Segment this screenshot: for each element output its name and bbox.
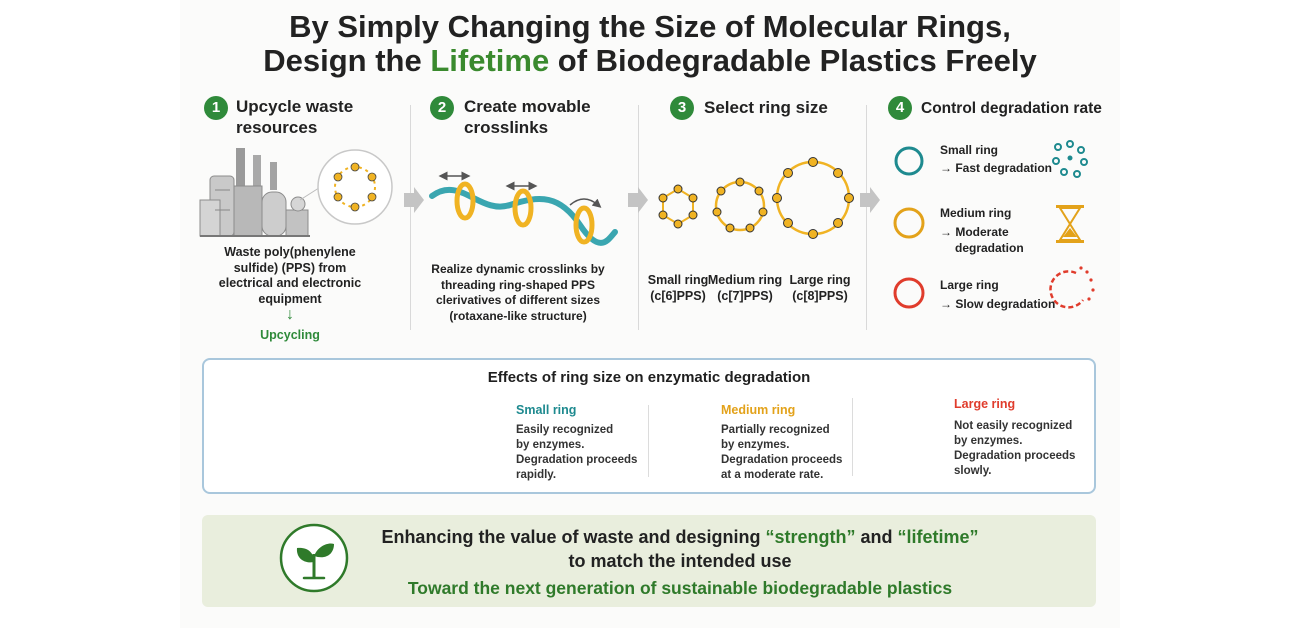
hourglass-icon (1056, 205, 1084, 243)
step-1-title: Upcycle waste resources (236, 97, 354, 137)
divider (638, 105, 639, 330)
medium-ring-icon (893, 207, 925, 239)
upcycling-label: Upcycling (260, 328, 320, 342)
rate-small-desc: → Fast degradation (940, 161, 1053, 175)
conclusion-line-2: to match the intended use (568, 551, 792, 571)
ring-label-small: Small ring(c[6]PPS) (647, 273, 709, 303)
step-2-caption: Realize dynamic crosslinks by threading … (431, 262, 605, 323)
rate-large-desc: → Slow degradation (940, 297, 1056, 311)
title-line-1: By Simply Changing the Size of Molecular… (289, 9, 1011, 44)
flow-arrow-icon (404, 187, 424, 213)
ring-label-large: Large ring(c[8]PPS) (789, 273, 851, 303)
factory-icon (199, 148, 310, 237)
rate-medium-desc: → Moderate (940, 225, 1009, 239)
step-1-badge: 1 (204, 96, 228, 120)
step-2-title: Create movable crosslinks (464, 97, 591, 137)
broken-ring-icon (1049, 266, 1095, 309)
effects-title: Effects of ring size on enzymatic degrad… (487, 369, 811, 386)
zoom-magnifier (299, 149, 393, 225)
title-line-2: Design the Lifetime of Biodegradable Pla… (263, 43, 1037, 78)
title-highlight: Lifetime (430, 43, 550, 78)
step-2-badge: 2 (430, 96, 454, 120)
conclusion-line-1: Enhancing the value of waste and designi… (381, 527, 979, 547)
ring-label-medium: Medium ring(c[7]PPS) (707, 273, 783, 303)
small-ring-icon (894, 146, 924, 176)
fragments-icon (1052, 140, 1088, 178)
step-3-badge: 3 (670, 96, 694, 120)
step-1-caption: Waste poly(phenylene sulfide) (PPS) from… (218, 245, 362, 306)
effects-small-head: Small ring (516, 403, 577, 417)
down-arrow-icon: ↓ (286, 306, 294, 323)
small-ring-molecule (333, 162, 377, 212)
sprout-icon (279, 523, 349, 593)
divider (866, 105, 867, 330)
rate-medium-desc-2: degradation (955, 241, 1024, 255)
effects-panel (202, 358, 1096, 494)
ring-medium-c7 (712, 177, 768, 233)
step-3-title: Select ring size (704, 98, 828, 117)
step-4-title: Control degradation rate (921, 100, 1102, 117)
flow-arrow-icon (860, 187, 880, 213)
step-4-badge: 4 (888, 96, 912, 120)
flow-arrow-icon (628, 187, 648, 213)
divider (648, 405, 649, 477)
rate-large-name: Large ring (940, 278, 999, 292)
effects-medium-head: Medium ring (721, 403, 796, 417)
conclusion-banner (202, 515, 1096, 607)
rotaxane-chain (429, 171, 618, 246)
rate-medium-name: Medium ring (940, 206, 1012, 220)
large-ring-icon (893, 277, 925, 309)
conclusion-line-3: Toward the next generation of sustainabl… (407, 578, 953, 598)
effects-large-head: Large ring (954, 397, 1016, 411)
divider (410, 105, 411, 330)
divider (852, 398, 853, 476)
ring-large-c8 (772, 157, 854, 239)
ring-small-c6 (658, 184, 698, 229)
rate-small-name: Small ring (940, 143, 999, 157)
